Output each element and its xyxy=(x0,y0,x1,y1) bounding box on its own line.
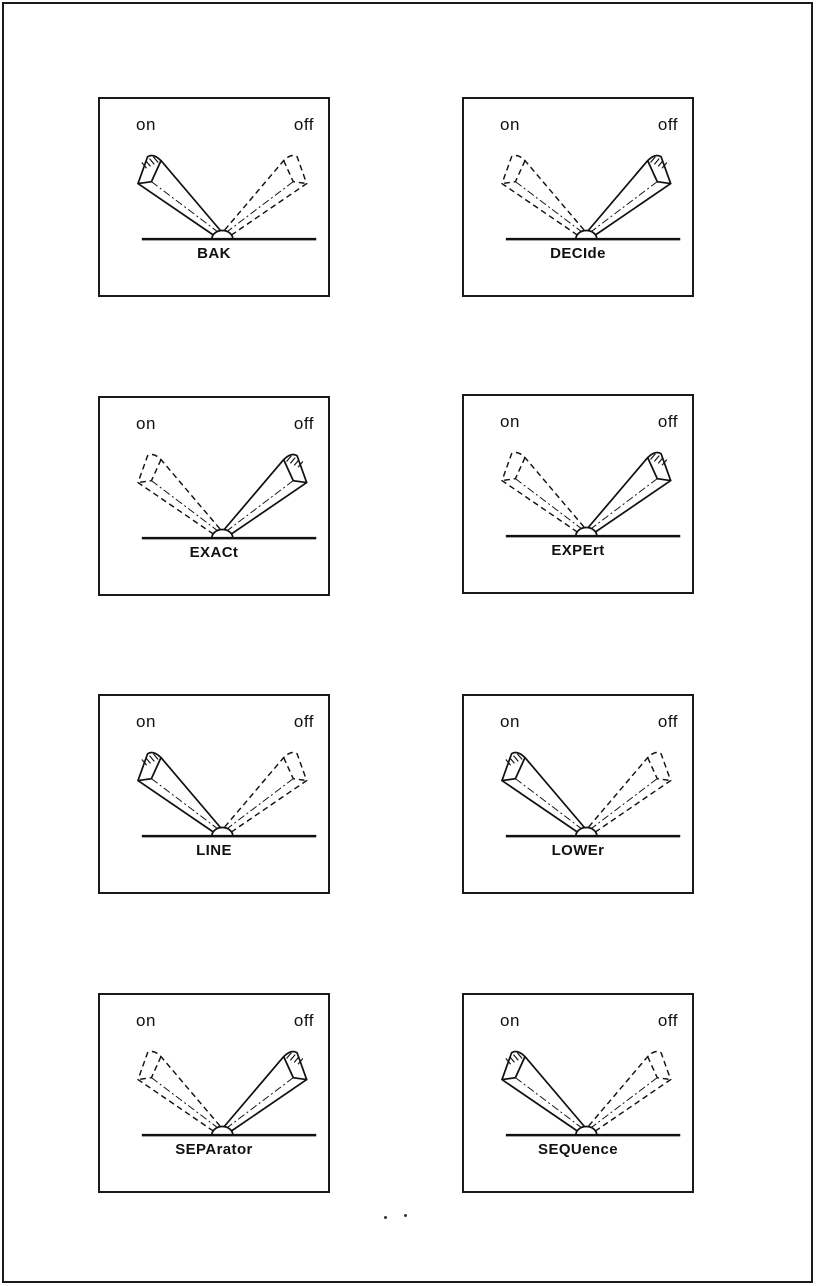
on-label: on xyxy=(500,1011,520,1030)
scan-speck xyxy=(384,1216,387,1219)
switch-name: BAK xyxy=(197,245,231,262)
off-label: off xyxy=(293,1011,314,1030)
switch-name: LINE xyxy=(196,842,232,859)
toggle-switch-drawing xyxy=(501,451,681,538)
scan-speck xyxy=(404,1214,407,1217)
off-label: off xyxy=(657,1011,678,1030)
toggle-switch-drawing xyxy=(137,453,317,540)
off-label: off xyxy=(657,712,678,731)
toggle-switch-drawing xyxy=(500,751,681,838)
off-label: off xyxy=(657,412,678,431)
on-label: on xyxy=(136,414,156,433)
toggle-switch-drawing xyxy=(500,1050,681,1137)
switch-name: EXACt xyxy=(189,544,239,561)
on-label: on xyxy=(500,115,520,134)
on-label: on xyxy=(136,712,156,731)
off-label: off xyxy=(293,414,314,433)
off-label: off xyxy=(293,712,314,731)
switch-name: LOWEr xyxy=(551,842,605,859)
toggle-switch-drawing xyxy=(501,154,681,241)
switch-name: EXPErt xyxy=(551,542,605,559)
off-label: off xyxy=(657,115,678,134)
switch-name: SEPArator xyxy=(175,1141,253,1158)
switch-name: SEQUence xyxy=(538,1141,618,1158)
on-label: on xyxy=(500,712,520,731)
on-label: on xyxy=(500,412,520,431)
toggle-switch-drawing xyxy=(136,751,317,838)
switch-name: DECIde xyxy=(550,245,606,262)
on-label: on xyxy=(136,1011,156,1030)
toggle-switch-drawing xyxy=(137,1050,317,1137)
off-label: off xyxy=(293,115,314,134)
on-label: on xyxy=(136,115,156,134)
toggle-switch-drawing xyxy=(136,154,317,241)
